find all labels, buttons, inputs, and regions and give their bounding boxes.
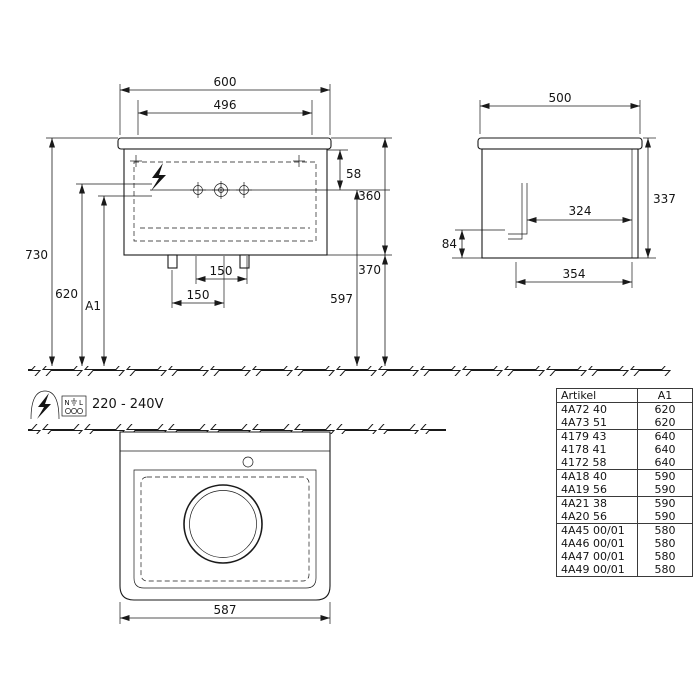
a1-cell: 590	[637, 510, 693, 524]
table-row: 4A21 38 590	[557, 496, 693, 510]
a1-cell: 640	[637, 429, 693, 443]
table-row: 4A47 00/01 580	[557, 550, 693, 563]
dim-360: 360	[358, 189, 381, 203]
side-view: 500 337 324 84 354	[442, 91, 676, 288]
artikel-cell: 4A47 00/01	[561, 550, 625, 563]
artikel-cell: 4179 43	[561, 430, 607, 443]
cabinet-leg	[239, 254, 250, 269]
dim-337: 337	[653, 192, 676, 206]
table-row: 4A20 56 590	[556, 510, 693, 524]
a1-cell: 590	[637, 469, 693, 483]
table-row: 4A73 51 620	[556, 416, 693, 430]
artikel-cell: 4A73 51	[561, 416, 608, 429]
front-view: 600 496 58 597 360 370 730 620	[25, 75, 392, 366]
table-header-a1: A1	[637, 388, 693, 403]
table-row: 4A19 56 590	[556, 483, 693, 497]
floor-line	[28, 366, 672, 376]
dim-150-a: 150	[210, 264, 233, 278]
dim-324: 324	[569, 204, 592, 218]
table-header-artikel: Artikel	[561, 389, 597, 402]
a1-cell: 640	[637, 456, 693, 470]
dim-587: 587	[214, 603, 237, 617]
artikel-cell: 4A18 40	[561, 470, 608, 483]
artikel-cell: 4A20 56	[561, 510, 608, 523]
a1-cell: 580	[637, 563, 693, 577]
artikel-cell: 4A72 40	[561, 403, 608, 416]
dim-597: 597	[330, 292, 353, 306]
a1-cell: 580	[637, 523, 693, 537]
article-table: Artikel A1 4A72 40 620 4A73 51 620 4179 43…	[556, 388, 693, 577]
top-view: 587	[119, 431, 331, 624]
table-row: 4A46 00/01 580	[557, 537, 693, 550]
terminal-l-label: L	[79, 399, 83, 407]
table-row: 4A72 40 620	[557, 402, 693, 416]
table-row: 4172 58 640	[556, 456, 693, 470]
table-row: 4A18 40 590	[557, 469, 693, 483]
dim-600: 600	[214, 75, 237, 89]
table-row: 4A45 00/01 580	[557, 523, 693, 537]
basin-circle	[183, 484, 263, 564]
dim-496: 496	[214, 98, 237, 112]
dim-58: 58	[346, 167, 361, 181]
dim-500: 500	[549, 91, 572, 105]
artikel-cell: 4A45 00/01	[561, 524, 625, 537]
overflow-hole	[242, 456, 254, 468]
dim-150-b: 150	[187, 288, 210, 302]
dim-620: 620	[55, 287, 78, 301]
table-row: 4A49 00/01 580	[557, 563, 693, 577]
a1-cell: 580	[637, 537, 693, 550]
dim-a1: A1	[85, 299, 101, 313]
a1-cell: 580	[637, 550, 693, 563]
dim-354: 354	[563, 267, 586, 281]
a1-cell: 620	[637, 416, 693, 430]
table-row: 4178 41 640	[557, 443, 693, 456]
table-header-row: Artikel A1	[556, 388, 693, 403]
a1-cell: 620	[637, 402, 693, 416]
a1-cell: 590	[637, 483, 693, 497]
lightning-bolt-icon	[37, 393, 51, 419]
electrical-symbol: N L 220 - 240V	[30, 390, 164, 420]
a1-cell: 640	[637, 443, 693, 456]
lightning-bolt-icon	[151, 163, 166, 191]
wall-line	[28, 424, 446, 434]
artikel-cell: 4178 41	[561, 443, 607, 456]
ground-icon	[71, 398, 77, 406]
artikel-cell: 4A49 00/01	[561, 563, 625, 576]
artikel-cell: 4A19 56	[561, 483, 608, 496]
faucet-holes	[150, 181, 390, 199]
artikel-cell: 4172 58	[561, 456, 607, 469]
a1-cell: 590	[637, 496, 693, 510]
artikel-cell: 4A21 38	[561, 497, 608, 510]
terminal-n-label: N	[64, 399, 69, 407]
table-row: 4179 43 640	[557, 429, 693, 443]
corner-cross-marks	[130, 155, 305, 167]
dim-730: 730	[25, 248, 48, 262]
voltage-label: 220 - 240V	[92, 397, 164, 412]
dim-84: 84	[442, 237, 457, 251]
artikel-cell: 4A46 00/01	[561, 537, 625, 550]
cabinet-leg	[167, 254, 178, 269]
dim-370: 370	[358, 263, 381, 277]
